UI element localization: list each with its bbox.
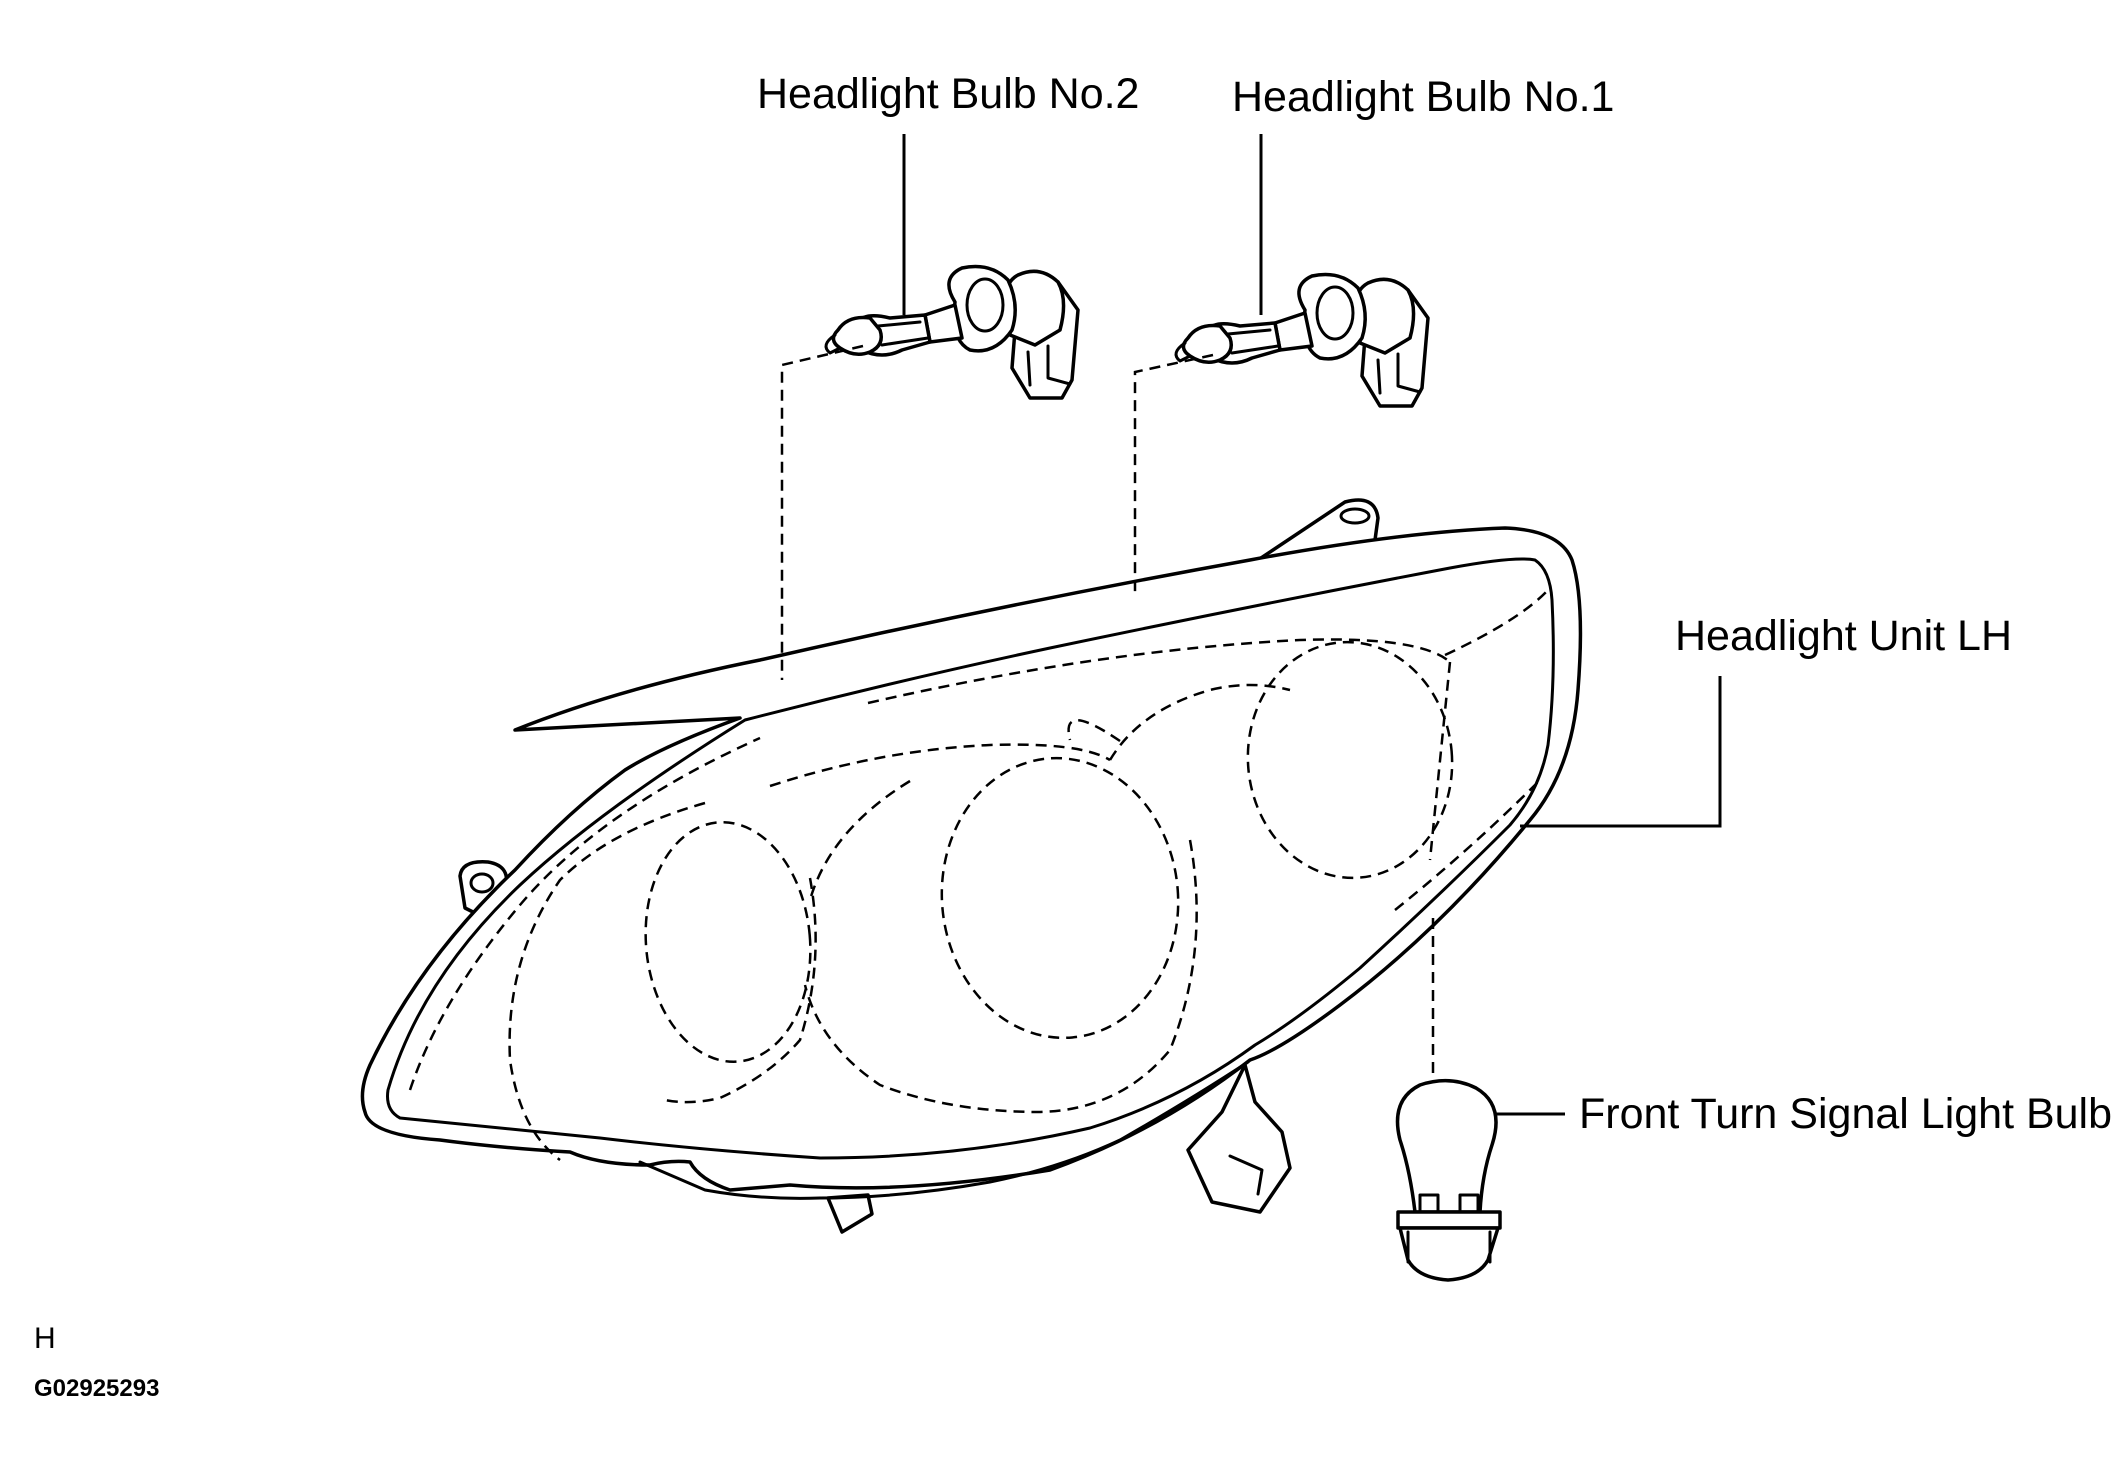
headlight-bulb-no1-label: Headlight Bulb No.1 xyxy=(1232,73,1614,121)
view-letter: H xyxy=(34,1322,56,1355)
headlight-bulb-no1-drawing xyxy=(1174,272,1430,408)
headlight-bulb-no2-drawing xyxy=(824,264,1080,400)
turn-signal-bulb-label: Front Turn Signal Light Bulb xyxy=(1579,1090,2112,1138)
turn-signal-bulb-drawing xyxy=(1395,1078,1502,1282)
headlight-unit-drawing xyxy=(360,498,1583,1234)
figure-code: G02925293 xyxy=(34,1375,159,1402)
headlight-unit-label: Headlight Unit LH xyxy=(1675,612,2012,660)
leader-lines xyxy=(780,134,1722,1116)
headlight-bulb-no2-label: Headlight Bulb No.2 xyxy=(757,70,1139,118)
